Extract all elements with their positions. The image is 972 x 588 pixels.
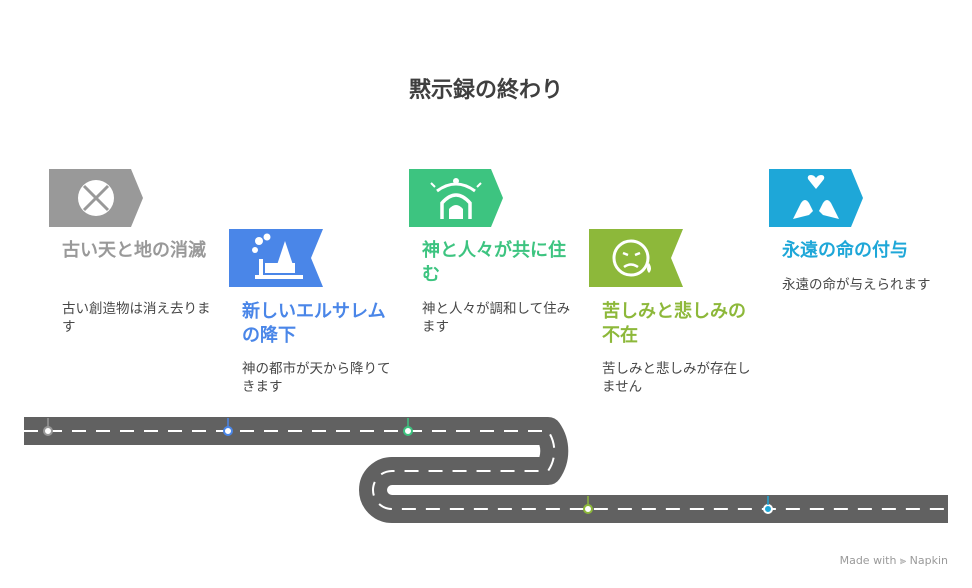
napkin-logo-icon: ⫸ xyxy=(899,554,907,567)
step-4-flag xyxy=(589,229,683,287)
step-2-description: 神の都市が天から降りてきます xyxy=(242,361,391,395)
circle-x-icon xyxy=(78,180,114,216)
step-4-description: 苦しみと悲しみが存在しません xyxy=(602,361,751,395)
milestone-dot-5 xyxy=(763,504,773,514)
brand-label: Napkin xyxy=(909,554,948,567)
made-with-label: Made with xyxy=(839,554,897,567)
milestone-dot-3 xyxy=(403,426,413,436)
step-2-flag xyxy=(229,229,323,287)
temple-icon xyxy=(430,178,482,219)
milestone-dot-4 xyxy=(583,504,593,514)
hands-heart-icon xyxy=(793,175,839,219)
milestone-dot-1 xyxy=(43,426,53,436)
napkin-footer: Made with ⫸ Napkin xyxy=(840,554,948,568)
step-3-description: 神と人々が調和して住みます xyxy=(422,301,571,335)
step-1-flag xyxy=(49,169,143,227)
step-1-description: 古い創造物は消え去ります xyxy=(62,301,211,335)
diagram-title: 黙示録の終わり xyxy=(408,78,563,103)
step-1-heading: 古い天と地の消滅 xyxy=(62,240,206,261)
step-3-heading: 神と人々が共に住む xyxy=(422,240,566,285)
crying-face-icon xyxy=(612,239,651,277)
step-3-flag xyxy=(409,169,503,227)
step-5-description: 永遠の命が与えられます xyxy=(782,277,931,293)
castle-icon xyxy=(252,233,303,279)
step-2-heading: 新しいエルサレムの降下 xyxy=(242,301,386,346)
milestone-dot-2 xyxy=(223,426,233,436)
step-5-flag xyxy=(769,169,863,227)
step-5-heading: 永遠の命の付与 xyxy=(782,240,908,261)
step-4-heading: 苦しみと悲しみの不在 xyxy=(602,301,746,346)
